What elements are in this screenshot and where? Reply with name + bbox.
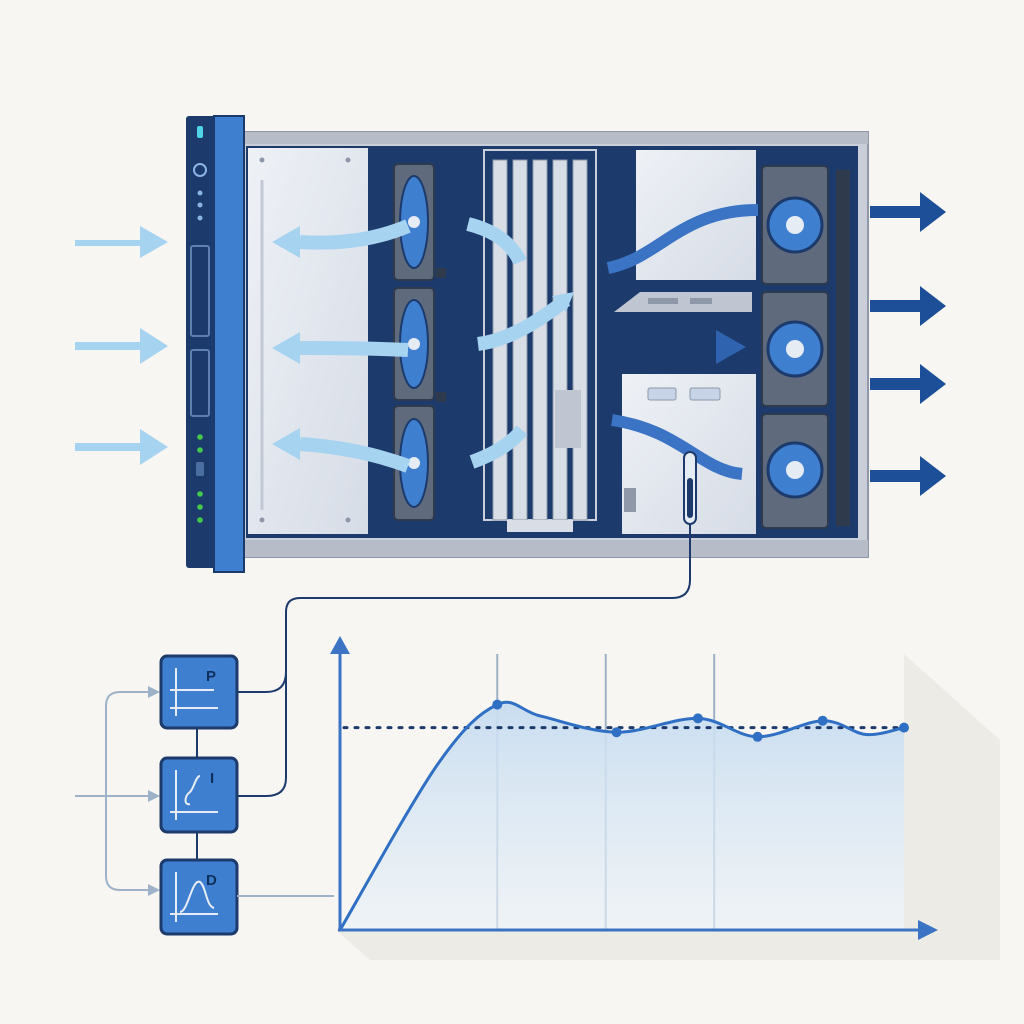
status-led-green [197,504,203,510]
fan-hub [408,457,420,469]
fan-hub [408,216,420,228]
status-led-green [197,434,203,440]
storage-port [647,387,677,401]
fan-hub [786,216,804,234]
x-axis-arrow-icon [918,920,938,940]
intake-arrow [75,429,168,465]
power-button-icon[interactable] [193,163,207,177]
pid-letter-i: I [210,770,214,787]
y-axis-arrow-icon [330,636,350,654]
chassis-top-rail [240,132,868,144]
memory-module [572,159,588,521]
bezel-led [197,215,203,221]
panel-screw [259,517,265,523]
internal-airflow-heads [272,226,574,460]
pid-block-derivative[interactable] [159,858,239,936]
flow-curve [611,414,743,480]
response-point [611,727,622,738]
intake-arrow [75,226,168,258]
intake-fan-stack [376,150,458,534]
exhaust-fan-stack [760,150,858,534]
bezel-handle [213,115,245,573]
input-branch-line [105,691,150,891]
exhaust-arrow [870,192,946,232]
flow-arrowhead [716,330,746,364]
exhaust-arrow [870,456,946,496]
intake-panel [248,148,368,534]
status-led-green [197,491,203,497]
storage-port [689,387,721,401]
response-point [692,713,703,724]
bezel-latch[interactable] [196,462,204,476]
derivative-icon [170,872,218,922]
bezel-led [197,202,203,208]
fan-hub [786,461,804,479]
temperature-sensor [238,451,697,797]
pid-block-integral[interactable] [159,756,239,834]
exhaust-arrow [870,364,946,404]
chassis-bottom-rail [240,540,868,557]
board-connector [555,390,581,448]
flow-curve [606,204,759,274]
board-base [507,520,573,532]
flow-curve [466,217,527,266]
response-point [899,722,909,733]
status-led-green [197,447,203,453]
flow-curve [299,437,411,473]
panel-screw [345,157,351,163]
pid-letter-p: P [206,668,216,685]
flow-curve [299,219,411,250]
psu-tray [614,292,752,312]
fan-hub [786,340,804,358]
response-curve [338,700,905,931]
status-led-green [197,517,203,523]
pid-controller: P I D [75,654,334,936]
bezel-led [197,190,203,196]
pid-letter-d: D [206,872,217,889]
response-point [817,715,828,726]
response-points [492,699,909,742]
response-chart [330,636,1000,960]
flow-curve [299,341,409,357]
response-point [492,699,503,710]
response-point [752,731,763,742]
intake-arrow [75,328,168,364]
response-area [340,702,904,930]
exhaust-airflow [870,192,946,496]
sensor-wire [238,524,691,693]
fan-hub [408,338,420,350]
intake-airflow [75,226,168,465]
flow-curve [469,425,528,469]
drive-bay-slot[interactable] [190,245,210,337]
exhaust-arrow [870,286,946,326]
panel-screw [259,157,265,163]
integral-icon [170,770,218,820]
front-bezel [186,116,216,568]
pid-block-proportional[interactable] [159,654,239,730]
server-chassis [186,115,869,573]
sensor-wire [238,672,287,797]
bezel-indicator [197,126,203,138]
panel-screw [345,517,351,523]
memory-module [532,159,548,521]
proportional-icon [170,668,218,716]
drive-bay-slot[interactable] [190,349,210,417]
memory-module [552,159,568,521]
power-supply-unit [610,150,760,350]
